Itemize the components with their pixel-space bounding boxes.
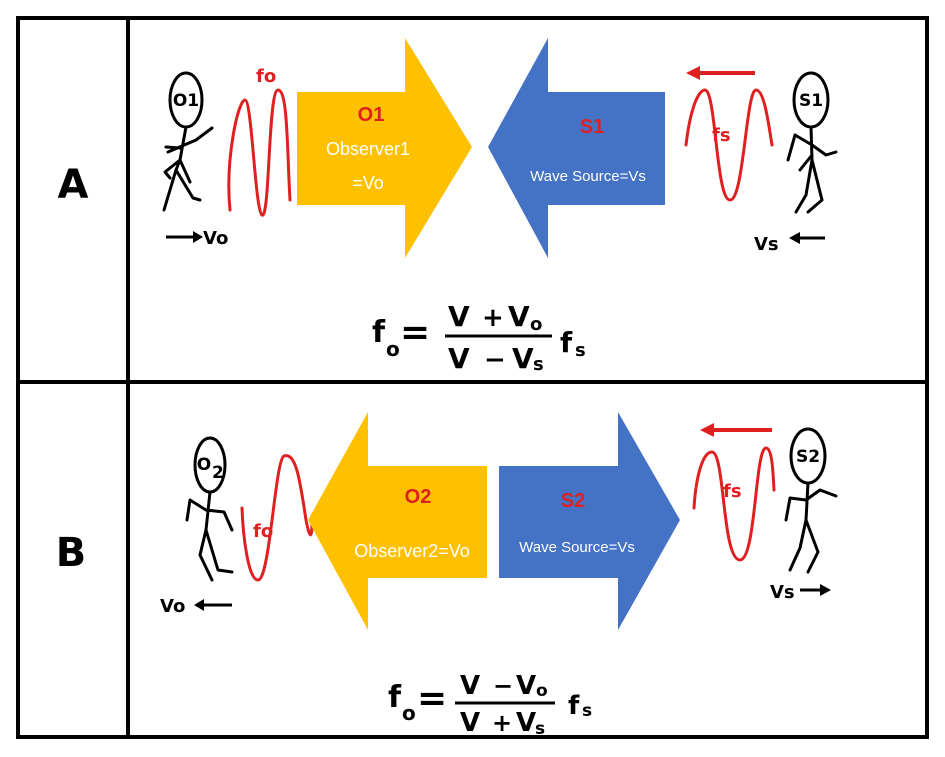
observer-arrow-line1: Observer1 bbox=[326, 139, 410, 159]
source-figure: S1 bbox=[786, 71, 838, 214]
observer-arrow-title: O2 bbox=[405, 486, 432, 508]
formula-den-v: V bbox=[460, 708, 480, 738]
table-frame bbox=[16, 16, 929, 739]
observer-arrow: O1 Observer1 =Vo bbox=[297, 38, 472, 258]
source-head-label: S2 bbox=[796, 447, 820, 467]
observer-velocity-label: Vo bbox=[203, 228, 228, 249]
formula-den-term-sub: s bbox=[533, 354, 544, 375]
observer-velocity: Vo bbox=[160, 596, 232, 617]
formula-num-term-sub: o bbox=[530, 314, 542, 335]
source-wave: fs bbox=[692, 423, 776, 562]
formula-num-v: V bbox=[448, 300, 470, 333]
formula-rhs-sub: s bbox=[582, 701, 592, 721]
observer-head-sub: 2 bbox=[212, 463, 224, 483]
formula-num-v: V bbox=[460, 671, 480, 701]
formula-lhs-sub: o bbox=[386, 337, 400, 361]
observer-velocity: Vo bbox=[166, 228, 228, 249]
formula-den-op: − bbox=[484, 345, 506, 375]
observer-wave: fo bbox=[227, 66, 292, 217]
observer-arrow-line2: =Vo bbox=[352, 173, 384, 193]
source-arrow-title: S1 bbox=[580, 116, 604, 138]
formula: f o = V + V o V − V s f s bbox=[372, 300, 586, 375]
observer-head-label: O1 bbox=[173, 91, 199, 111]
formula-num-op: + bbox=[482, 303, 504, 333]
formula-equals: = bbox=[400, 312, 430, 353]
source-velocity-label: Vs bbox=[770, 582, 795, 603]
observer-arrow-line1: Observer2=Vo bbox=[354, 541, 470, 561]
row-a: A O1 fo Vo O1 Observer1 =Vo bbox=[58, 38, 838, 375]
sine-wave-icon bbox=[684, 88, 774, 202]
formula-lhs: f bbox=[372, 315, 386, 350]
observer-wave: fo bbox=[240, 454, 314, 582]
stick-figure-icon bbox=[162, 71, 214, 212]
sine-wave-icon bbox=[227, 88, 292, 217]
formula-rhs-sub: s bbox=[575, 340, 586, 361]
stick-figure-icon bbox=[784, 427, 838, 574]
observer-wave-label: fo bbox=[256, 66, 276, 87]
formula-rhs: f bbox=[560, 326, 573, 359]
formula-rhs: f bbox=[568, 691, 580, 721]
source-arrow: S1 Wave Source=Vs bbox=[488, 38, 665, 258]
observer-velocity-label: Vo bbox=[160, 596, 185, 617]
source-arrow-line1: Wave Source=Vs bbox=[530, 168, 646, 185]
formula-lhs: f bbox=[388, 680, 402, 715]
source-arrow-title: S2 bbox=[561, 490, 585, 512]
source-arrow: S2 Wave Source=Vs bbox=[499, 412, 680, 630]
formula-den-term-sub: s bbox=[535, 719, 545, 739]
formula-lhs-sub: o bbox=[402, 701, 416, 725]
source-arrow-line1: Wave Source=Vs bbox=[519, 539, 635, 556]
formula-den-term: V bbox=[512, 342, 534, 375]
formula-den-term: V bbox=[516, 708, 536, 738]
source-velocity-label: Vs bbox=[754, 234, 779, 255]
source-figure: S2 bbox=[784, 427, 838, 574]
formula-equals: = bbox=[417, 678, 447, 719]
stick-figure-icon bbox=[786, 71, 838, 214]
observer-arrow-title: O1 bbox=[358, 104, 385, 126]
formula-num-term: V bbox=[516, 671, 536, 701]
observer-wave-label: fo bbox=[253, 521, 273, 542]
sine-wave-icon bbox=[692, 446, 776, 562]
observer-figure: O1 bbox=[162, 71, 214, 212]
observer-arrow: O2 Observer2=Vo bbox=[308, 412, 487, 630]
row-letter: B bbox=[56, 530, 87, 576]
formula-den-v: V bbox=[448, 342, 470, 375]
formula-den-op: + bbox=[492, 709, 512, 737]
observer-figure: O 2 bbox=[185, 436, 234, 582]
sine-wave-icon bbox=[240, 454, 314, 582]
source-wave-label: fs bbox=[712, 125, 731, 146]
formula: f o = V − V o V + V s f s bbox=[388, 671, 592, 739]
formula-num-term: V bbox=[508, 300, 530, 333]
stick-figure-icon bbox=[185, 436, 234, 582]
source-head-label: S1 bbox=[799, 91, 823, 111]
formula-num-op: − bbox=[493, 672, 513, 700]
source-wave-label: fs bbox=[723, 481, 742, 502]
source-velocity: Vs bbox=[770, 582, 831, 603]
row-letter: A bbox=[58, 162, 89, 208]
formula-num-term-sub: o bbox=[536, 681, 548, 701]
row-b: B O 2 fo Vo O2 Observer2=Vo bbox=[56, 412, 838, 739]
observer-head-label: O bbox=[197, 455, 211, 475]
source-velocity: Vs bbox=[754, 232, 825, 255]
source-wave: fs bbox=[684, 66, 774, 202]
